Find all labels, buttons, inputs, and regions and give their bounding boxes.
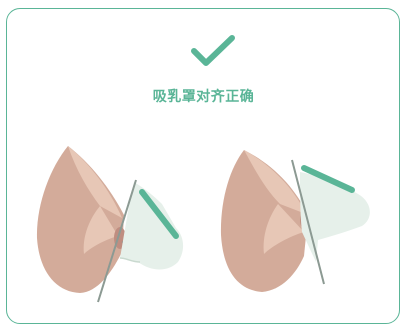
alignment-caption: 吸乳罩对齐正确 (152, 89, 255, 105)
breast-flange-left (97, 179, 184, 303)
checkmark-icon (191, 35, 235, 66)
breast-flange-right (291, 159, 370, 285)
